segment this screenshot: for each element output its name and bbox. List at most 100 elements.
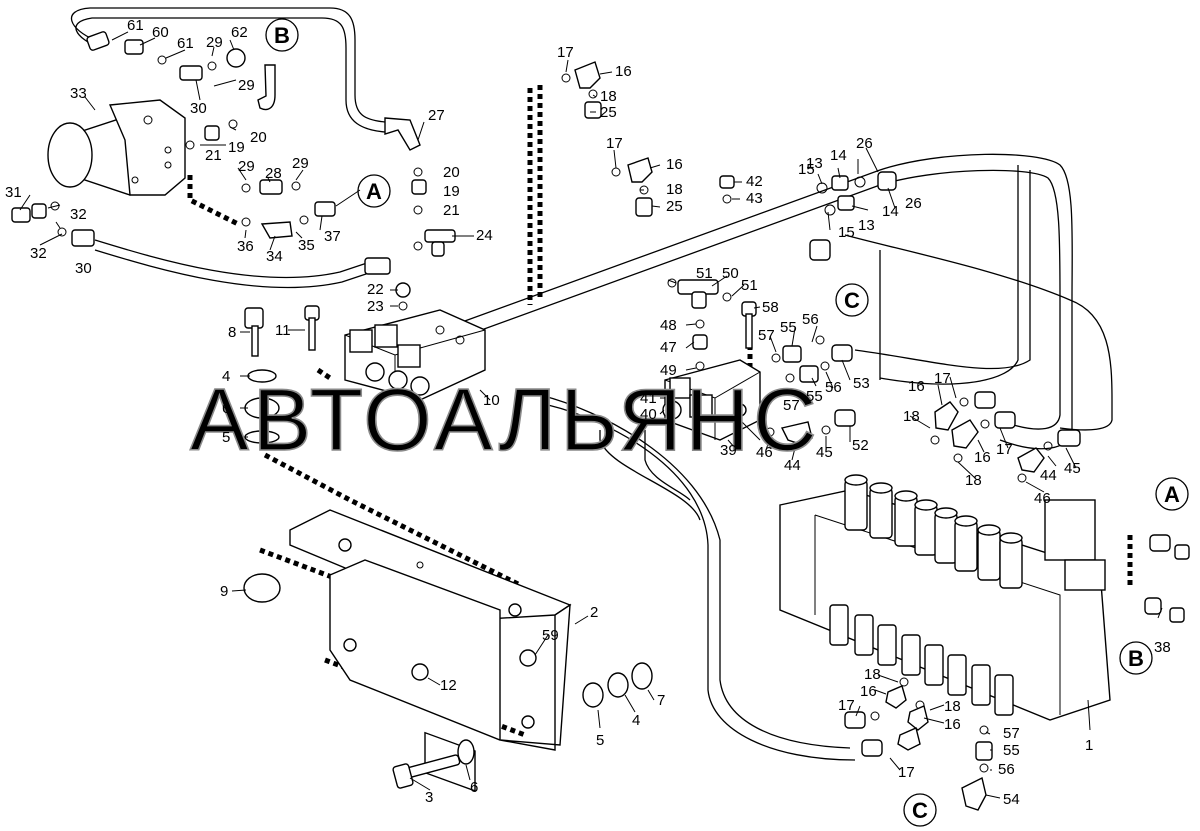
label-38: 38 [1154,639,1171,656]
label-29a: 29 [206,34,223,51]
label-17d: 17 [996,441,1013,458]
label-17c: 17 [934,370,951,387]
svg-text:C: C [844,288,860,313]
label-41: 41 [640,390,657,407]
label-51a: 51 [696,265,713,282]
label-5a: 5 [222,429,230,446]
label-7: 7 [657,692,665,709]
label-30a: 30 [190,100,207,117]
callout-b-right: B [1119,641,1153,675]
label-58: 58 [762,299,779,316]
callouts: B A C A B C [265,18,1189,827]
label-16f: 16 [944,716,961,733]
label-46b: 46 [1034,490,1051,507]
label-13a: 13 [806,155,823,172]
callout-a-right: A [1155,477,1189,511]
label-19b: 19 [443,183,460,200]
label-52: 52 [852,437,869,454]
label-3: 3 [425,789,433,806]
label-39: 39 [720,442,737,459]
callout-c-bottom: C [903,793,937,827]
accumulator [47,99,186,196]
label-27: 27 [428,107,445,124]
label-18d: 18 [965,472,982,489]
fittings [11,31,1190,811]
label-62: 62 [231,24,248,41]
label-16c: 16 [908,378,925,395]
label-4b: 4 [632,712,640,729]
label-4a: 4 [222,368,230,385]
label-18b: 18 [666,181,683,198]
label-15b: 15 [838,224,855,241]
label-24: 24 [476,227,493,244]
label-29c: 29 [238,158,255,175]
label-42: 42 [746,173,763,190]
label-32b: 32 [30,245,47,262]
label-21a: 21 [205,147,222,164]
label-48: 48 [660,317,677,334]
label-28: 28 [265,165,282,182]
solenoid-stack [844,474,1023,589]
mounting-bracket [289,509,572,792]
valve-block-39 [662,359,761,441]
label-2: 2 [590,604,598,621]
label-59: 59 [542,627,559,644]
svg-text:B: B [274,23,290,48]
label-19a: 19 [228,139,245,156]
label-22: 22 [367,281,384,298]
label-14b: 14 [882,203,899,220]
label-61b: 61 [177,35,194,52]
label-6b: 6 [470,779,478,796]
label-53: 53 [853,375,870,392]
label-32a: 32 [70,206,87,223]
label-61: 61 [127,17,144,34]
label-8: 8 [228,324,236,341]
label-34: 34 [266,248,283,265]
label-43: 43 [746,190,763,207]
valve-block-10 [344,309,486,401]
label-5b: 5 [596,732,604,749]
label-55b: 55 [806,388,823,405]
label-51b: 51 [741,277,758,294]
label-16d: 16 [974,449,991,466]
leader-lines [19,31,1163,799]
label-29d: 29 [292,155,309,172]
part-labels: 61 60 61 62 29 29 30 33 20 21 19 29 28 2… [5,17,1171,808]
label-18f: 18 [944,698,961,715]
label-13b: 13 [858,217,875,234]
label-50: 50 [722,265,739,282]
label-10: 10 [483,392,500,409]
label-17a: 17 [557,44,574,61]
svg-text:A: A [1164,482,1180,507]
label-54: 54 [1003,791,1020,808]
svg-text:B: B [1128,646,1144,671]
label-55c: 55 [1003,742,1020,759]
label-16a: 16 [615,63,632,80]
label-21b: 21 [443,202,460,219]
main-control-valve [779,474,1111,721]
label-26b: 26 [905,195,922,212]
label-20b: 20 [443,164,460,181]
label-60: 60 [152,24,169,41]
callout-b-top: B [265,18,299,52]
label-20a: 20 [250,129,267,146]
label-1: 1 [1085,737,1093,754]
svg-text:C: C [912,798,928,823]
label-45b: 45 [1064,460,1081,477]
label-35: 35 [298,237,315,254]
hose-lines [70,7,1113,761]
label-44a: 44 [784,457,801,474]
label-18e: 18 [864,666,881,683]
label-12: 12 [440,677,457,694]
label-25a: 25 [600,104,617,121]
label-26a: 26 [856,135,873,152]
label-18c: 18 [903,408,920,425]
label-29b: 29 [238,77,255,94]
label-16b: 16 [666,156,683,173]
label-9: 9 [220,583,228,600]
label-14a: 14 [830,147,847,164]
spool-stack [829,604,1014,716]
label-56b: 56 [825,379,842,396]
label-55a: 55 [780,319,797,336]
